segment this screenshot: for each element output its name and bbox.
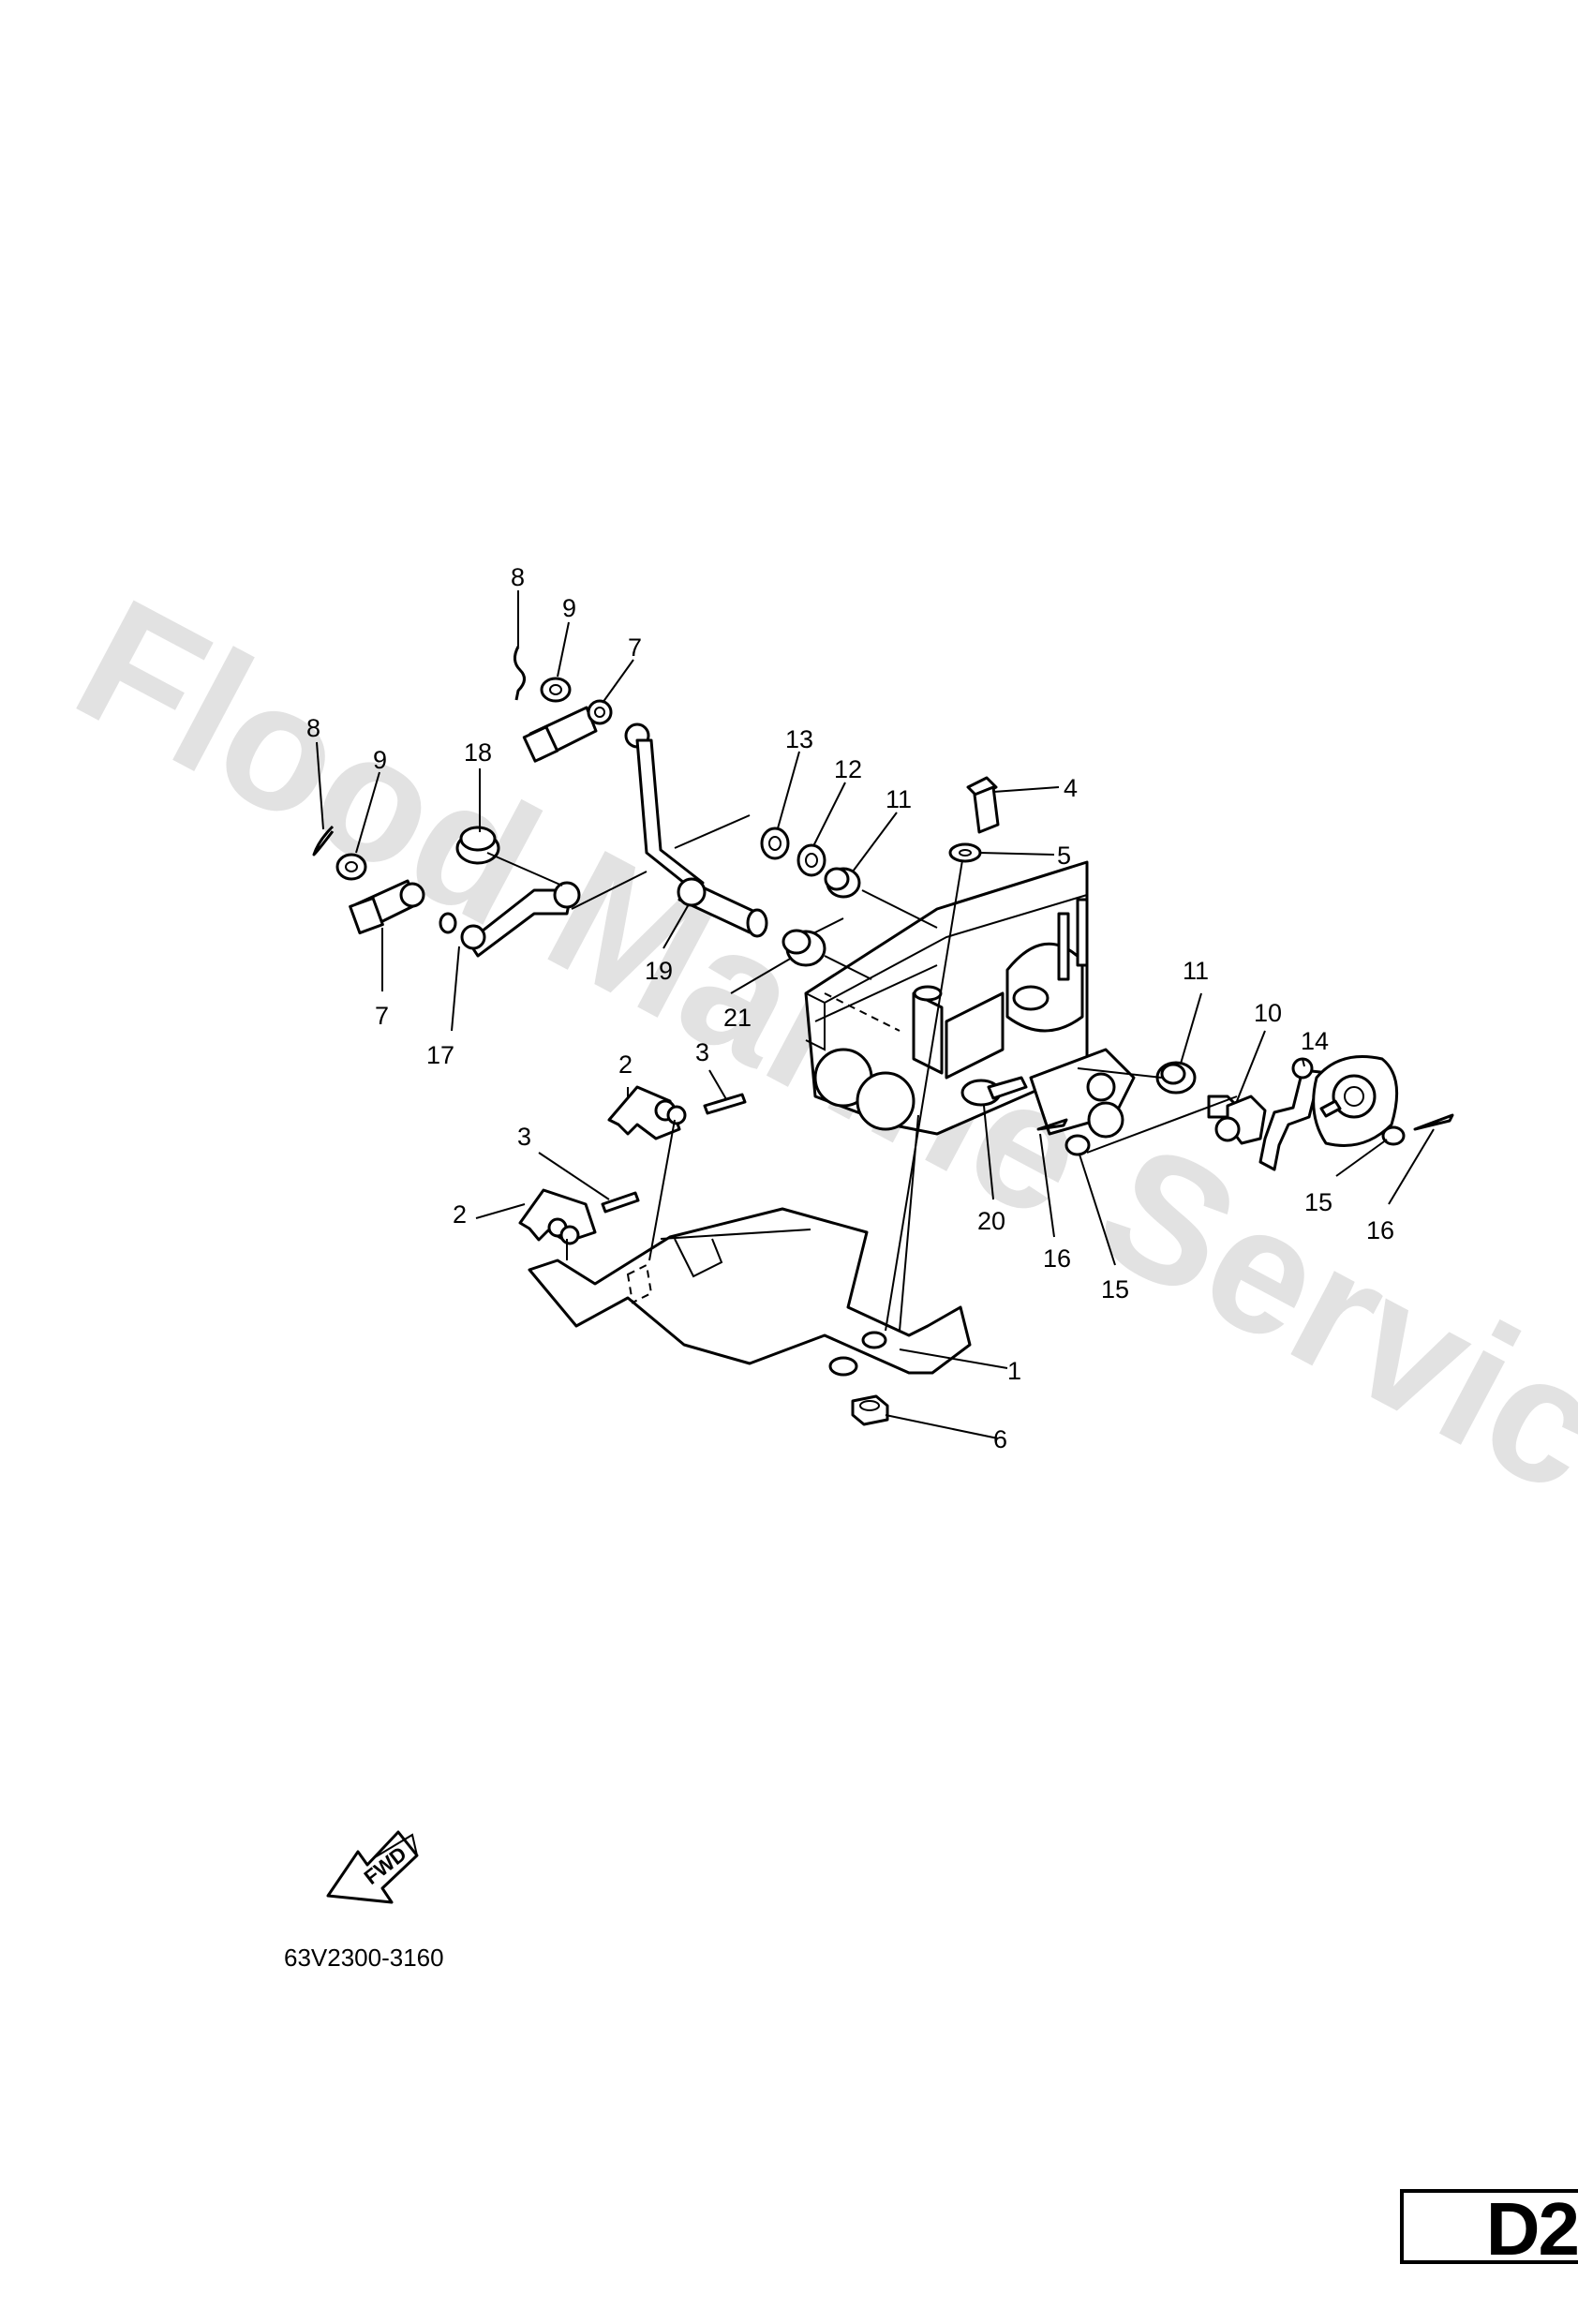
callout-18: 18 bbox=[464, 738, 492, 767]
cotter-pin-8a bbox=[514, 646, 526, 701]
callout-7-left: 7 bbox=[375, 1002, 389, 1030]
holder-10 bbox=[1207, 1095, 1267, 1145]
callout-5: 5 bbox=[1057, 842, 1071, 870]
pin-3b bbox=[601, 1191, 640, 1214]
callout-21: 21 bbox=[723, 1004, 752, 1032]
cotter-pin-8b bbox=[312, 825, 335, 857]
page-label-box: D2 bbox=[1400, 2187, 1578, 2271]
bushing-11b bbox=[1155, 1061, 1197, 1095]
fwd-arrow-icon: FWD bbox=[326, 1830, 419, 1904]
washer-9b bbox=[335, 853, 367, 881]
callout-11-right: 11 bbox=[1183, 957, 1209, 985]
callout-3-lower: 3 bbox=[517, 1123, 531, 1151]
diagram-code: 63V2300-3160 bbox=[284, 1944, 444, 1972]
callout-9-left: 9 bbox=[373, 746, 387, 774]
joint-7b bbox=[349, 879, 425, 935]
callout-1: 1 bbox=[1007, 1357, 1021, 1385]
callout-8-top: 8 bbox=[511, 563, 525, 591]
callout-8-left: 8 bbox=[306, 714, 320, 742]
washer-15b bbox=[1064, 1134, 1091, 1156]
washer-12 bbox=[796, 843, 826, 877]
callout-6: 6 bbox=[993, 1425, 1007, 1453]
washer-15a bbox=[1381, 1125, 1406, 1146]
bushing-11a bbox=[824, 867, 861, 899]
joint-7a bbox=[522, 699, 613, 763]
callout-2-upper: 2 bbox=[618, 1050, 633, 1079]
nut-6 bbox=[851, 1394, 889, 1426]
collar-18 bbox=[455, 826, 500, 865]
callout-17: 17 bbox=[426, 1041, 454, 1069]
cotter-pin-16b bbox=[1036, 1118, 1068, 1131]
callout-4: 4 bbox=[1064, 774, 1078, 802]
callout-10: 10 bbox=[1254, 999, 1282, 1027]
callout-19: 19 bbox=[645, 957, 673, 985]
callout-14: 14 bbox=[1301, 1027, 1329, 1055]
callout-11-top: 11 bbox=[886, 785, 912, 813]
bracket-2b bbox=[518, 1188, 597, 1245]
bolt-4 bbox=[966, 776, 1000, 834]
bolt-20 bbox=[960, 1076, 1028, 1107]
shift-lever-19 bbox=[624, 723, 768, 938]
page-label: D2 bbox=[1485, 2187, 1578, 2271]
callout-numbers: 8 9 7 8 9 18 13 12 11 4 5 19 21 7 17 11 … bbox=[306, 563, 1394, 1453]
washer-9a bbox=[540, 677, 572, 703]
callout-7-top: 7 bbox=[628, 633, 642, 662]
callout-3-upper: 3 bbox=[695, 1038, 709, 1066]
callout-13: 13 bbox=[785, 725, 813, 753]
carburetor-lever bbox=[1312, 1055, 1399, 1147]
callout-20: 20 bbox=[977, 1207, 1005, 1235]
bracket-2a bbox=[607, 1085, 687, 1140]
callout-9-top: 9 bbox=[562, 594, 576, 622]
bushing-21 bbox=[782, 929, 826, 967]
link-rod-14 bbox=[1258, 1057, 1322, 1171]
callout-12: 12 bbox=[834, 755, 862, 783]
callout-15-bottom: 15 bbox=[1101, 1275, 1129, 1304]
bracket-plate-1 bbox=[528, 1207, 972, 1377]
callout-16-right: 16 bbox=[1366, 1216, 1394, 1244]
lever-17 bbox=[439, 852, 581, 958]
washer-5 bbox=[948, 842, 982, 863]
engine-block bbox=[804, 860, 1136, 1139]
callout-15-right: 15 bbox=[1304, 1188, 1332, 1216]
washer-13 bbox=[760, 827, 790, 860]
callout-2-lower: 2 bbox=[453, 1200, 467, 1229]
pin-3a bbox=[703, 1093, 747, 1115]
leader-lines bbox=[316, 590, 1435, 1439]
cotter-pin-16a bbox=[1413, 1113, 1454, 1131]
callout-16-bottom: 16 bbox=[1043, 1244, 1071, 1273]
